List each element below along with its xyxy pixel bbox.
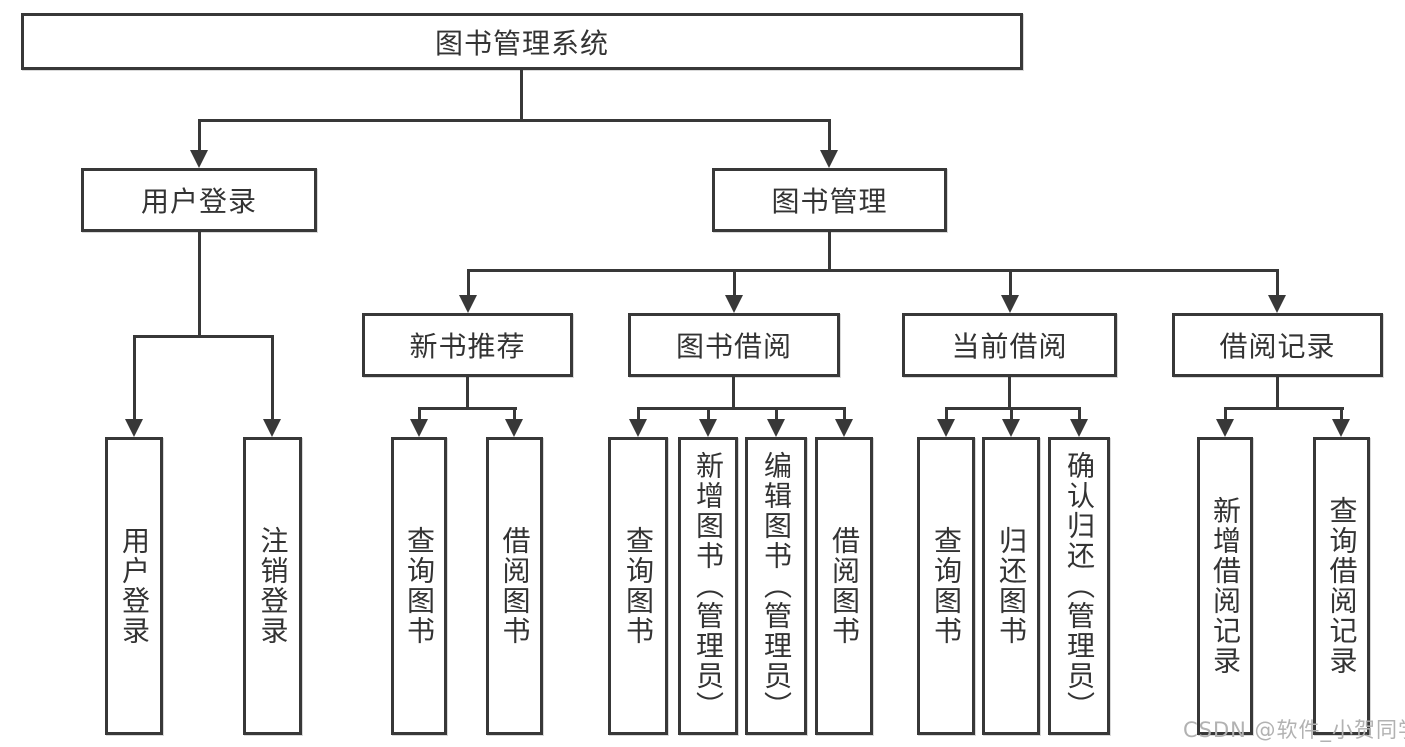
connector-g3-branch: [945, 407, 1081, 410]
arrow-down-icon: [1070, 419, 1088, 437]
connector-l1-stem-right: [828, 119, 831, 153]
connector-g3-c2: [1010, 407, 1013, 421]
leaf-query-books-2-label: 查询图书: [622, 526, 655, 646]
leaf-add-book-admin-label: 新增图书（管理员）: [692, 451, 725, 721]
connector-bookmgmt-stem: [828, 232, 831, 272]
connector-root-stem: [520, 70, 523, 120]
node-current-borrow: 当前借阅: [902, 313, 1117, 377]
node-current-borrow-label: 当前借阅: [951, 330, 1068, 363]
leaf-query-borrow-record-label: 查询借阅记录: [1325, 496, 1359, 676]
connector-l3-stem-1: [467, 269, 470, 297]
node-book-management: 图书管理: [712, 168, 947, 232]
leaf-query-books-1-label: 查询图书: [403, 526, 436, 646]
node-new-book-recommend: 新书推荐: [362, 313, 573, 377]
arrow-down-icon: [937, 419, 955, 437]
leaf-query-books-1: 查询图书: [391, 437, 447, 735]
leaf-return-books-label: 归还图书: [995, 526, 1028, 646]
arrow-down-icon: [1216, 419, 1234, 437]
leaf-add-borrow-record-label: 新增借阅记录: [1209, 496, 1242, 676]
connector-g4-c1: [1224, 407, 1227, 421]
connector-userlogin-child1-stem: [133, 335, 136, 421]
connector-g2-c3: [775, 407, 778, 421]
connector-g2-c2: [707, 407, 710, 421]
connector-g4-c2: [1340, 407, 1343, 421]
node-user-login-label: 用户登录: [140, 185, 257, 218]
connector-userlogin-branch: [133, 335, 274, 338]
connector-g1-stem: [466, 377, 469, 410]
connector-g2-stem: [732, 377, 735, 410]
connector-l3-branch: [467, 269, 1279, 272]
leaf-borrow-books-2-label: 借阅图书: [828, 526, 861, 646]
leaf-return-books: 归还图书: [982, 437, 1040, 735]
arrow-down-icon: [699, 419, 717, 437]
connector-g3-stem: [1008, 377, 1011, 410]
leaf-edit-book-admin: 编辑图书（管理员）: [745, 437, 807, 735]
connector-l1-branch: [198, 119, 831, 122]
leaf-borrow-books-1: 借阅图书: [486, 437, 543, 735]
node-new-book-recommend-label: 新书推荐: [409, 330, 526, 363]
connector-userlogin-child2-stem: [271, 335, 274, 421]
connector-g4-stem: [1276, 377, 1279, 410]
connector-g1-c1: [418, 407, 421, 421]
arrow-down-icon: [125, 419, 143, 437]
connector-l3-stem-4: [1276, 269, 1279, 297]
leaf-edit-book-admin-label: 编辑图书（管理员）: [760, 451, 793, 721]
leaf-logout-label: 注销登录: [256, 526, 290, 646]
arrow-down-icon: [190, 150, 208, 168]
watermark: CSDN @软件_小贺同学: [1183, 718, 1405, 742]
connector-g4-branch: [1224, 407, 1344, 410]
connector-g1-c2: [513, 407, 516, 421]
connector-l3-stem-3: [1009, 269, 1012, 297]
node-user-login: 用户登录: [81, 168, 317, 232]
leaf-user-login-label: 用户登录: [118, 526, 151, 646]
leaf-logout: 注销登录: [243, 437, 302, 735]
node-book-management-label: 图书管理: [771, 185, 888, 218]
arrow-down-icon: [1002, 419, 1020, 437]
arrow-down-icon: [505, 419, 523, 437]
connector-g1-branch: [418, 407, 517, 410]
arrow-down-icon: [1332, 419, 1350, 437]
arrow-down-icon: [1268, 295, 1286, 313]
arrow-down-icon: [263, 419, 281, 437]
arrow-down-icon: [1001, 295, 1019, 313]
leaf-query-books-3-label: 查询图书: [930, 526, 963, 646]
connector-g2-branch: [637, 407, 846, 410]
leaf-borrow-books-1-label: 借阅图书: [498, 526, 532, 646]
connector-userlogin-stem: [198, 232, 201, 338]
node-root-label: 图书管理系统: [434, 26, 609, 60]
connector-g3-c1: [945, 407, 948, 421]
connector-l3-stem-2: [733, 269, 736, 297]
arrow-down-icon: [459, 295, 477, 313]
node-root: 图书管理系统: [21, 13, 1023, 70]
leaf-user-login: 用户登录: [105, 437, 163, 735]
connector-g2-c1: [637, 407, 640, 421]
arrow-down-icon: [725, 295, 743, 313]
leaf-confirm-return-admin: 确认归还（管理员）: [1048, 437, 1110, 735]
leaf-query-books-3: 查询图书: [917, 437, 975, 735]
node-book-borrow-label: 图书借阅: [675, 330, 792, 363]
leaf-query-books-2: 查询图书: [608, 437, 668, 735]
leaf-add-borrow-record: 新增借阅记录: [1197, 437, 1253, 735]
connector-l1-stem-left: [198, 119, 201, 153]
leaf-confirm-return-admin-label: 确认归还（管理员）: [1063, 451, 1096, 721]
arrow-down-icon: [767, 419, 785, 437]
arrow-down-icon: [629, 419, 647, 437]
node-book-borrow: 图书借阅: [628, 313, 840, 377]
leaf-add-book-admin: 新增图书（管理员）: [678, 437, 738, 735]
connector-g2-c4: [843, 407, 846, 421]
leaf-query-borrow-record: 查询借阅记录: [1313, 437, 1370, 735]
leaf-borrow-books-2: 借阅图书: [815, 437, 873, 735]
node-borrow-records-label: 借阅记录: [1219, 330, 1336, 363]
arrow-down-icon: [820, 150, 838, 168]
connector-g3-c3: [1078, 407, 1081, 421]
arrow-down-icon: [835, 419, 853, 437]
arrow-down-icon: [410, 419, 428, 437]
node-borrow-records: 借阅记录: [1172, 313, 1383, 377]
